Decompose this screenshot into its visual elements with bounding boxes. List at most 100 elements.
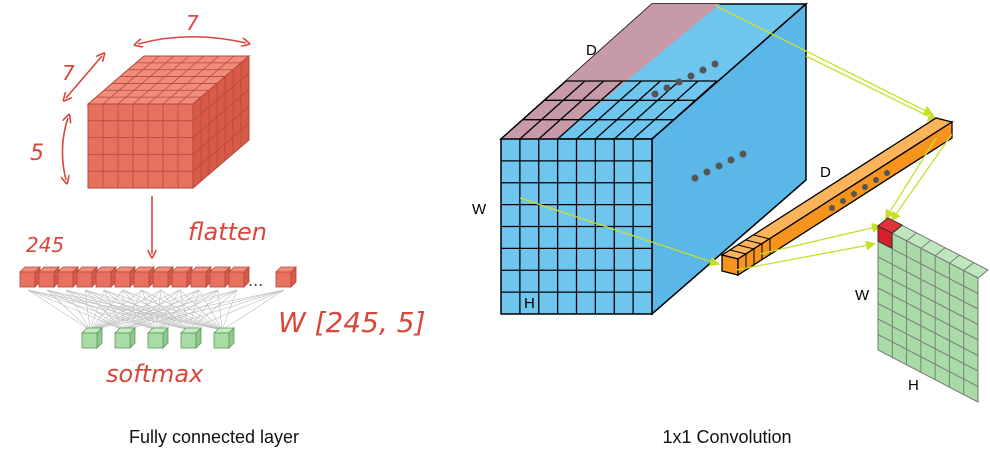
depth-rod (720, 117, 954, 277)
fc-connection-line (89, 289, 181, 331)
fc-connection-line (221, 289, 285, 331)
flattened-unit (76, 266, 98, 288)
cube-front (114, 332, 131, 349)
flattened-unit (95, 266, 117, 288)
flattened-unit (114, 266, 136, 288)
fc-connection-line (221, 289, 238, 331)
ellipsis-label: ... (248, 271, 263, 290)
output-unit (180, 327, 202, 349)
fc-connection-line (65, 289, 190, 331)
rod-to-output-arrows (735, 133, 953, 271)
output-unit (81, 327, 103, 349)
volume-width-label: W (472, 201, 487, 218)
fc-connection-line (84, 289, 124, 331)
output-unit (213, 327, 235, 349)
fc-connection-line (155, 289, 238, 331)
fc-connection-line (188, 289, 238, 331)
fc-connection-line (141, 289, 157, 331)
feature-map-cube (86, 54, 251, 190)
softmax-label: softmax (106, 360, 204, 388)
volume-grid-path (500, 80, 718, 314)
fc-connection-line (155, 289, 181, 331)
fc-connection-line (179, 289, 223, 331)
volume-top-stripe (501, 4, 720, 139)
top-dimension-arrow (138, 35, 246, 44)
cube-grid-path (88, 55, 250, 188)
output-unit (147, 327, 169, 349)
fc-connection-line (89, 289, 200, 331)
cube-front (180, 332, 197, 349)
cube-front (81, 332, 98, 349)
fc-connection-line (155, 289, 200, 331)
fc-connection-line (103, 289, 190, 331)
fc-connections (27, 289, 285, 331)
fc-connection-line (141, 289, 223, 331)
output-height-label: H (908, 377, 919, 394)
fc-connection-line (103, 289, 124, 331)
fc-connection-line (46, 289, 157, 331)
cube-front (19, 271, 36, 288)
fc-connection-line (89, 289, 143, 331)
cube-front (190, 271, 207, 288)
depth-dimension-arrow (66, 56, 102, 98)
fc-connection-line (89, 289, 124, 331)
fc-connection-line (65, 289, 157, 331)
output-feature-map (877, 217, 989, 403)
fc-connection-line (27, 289, 157, 331)
fc-connection-line (65, 289, 124, 331)
flattened-unit (57, 266, 79, 288)
cube-front (38, 271, 55, 288)
weights-label: W [245, 5] (278, 306, 426, 339)
rod-dots (829, 170, 890, 211)
flattened-unit (190, 266, 212, 288)
fc-connection-line (89, 289, 219, 331)
fc-connection-line (89, 289, 238, 331)
fc-connection-line (122, 289, 162, 331)
cube-front (57, 271, 74, 288)
flattened-unit (275, 266, 297, 288)
depth-dimension-label: 7 (62, 61, 75, 85)
fc-connection-line (122, 289, 238, 331)
conv1x1-panel: D W H D (472, 2, 989, 447)
cube-front (213, 332, 230, 349)
fc-connection-line (84, 289, 91, 331)
count-label: 245 (26, 233, 64, 257)
volume-height-label: H (524, 295, 535, 312)
output-grid-path (877, 225, 979, 395)
fc-connection-line (122, 289, 285, 331)
fc-connection-line (188, 289, 285, 331)
flattened-unit (209, 266, 231, 288)
fc-connection-line (46, 289, 190, 331)
volume-grid-lines (500, 80, 718, 314)
cube-front (228, 271, 245, 288)
fc-connection-line (46, 289, 91, 331)
cube-front (147, 332, 164, 349)
height-dimension-label: 5 (30, 141, 44, 166)
flattened-unit (152, 266, 174, 288)
output-grid-lines (877, 225, 979, 395)
volume-depth-label: D (586, 42, 597, 59)
cube-front (95, 271, 112, 288)
output-highlight-cell-front (877, 225, 893, 249)
flattened-unit (228, 266, 250, 288)
flattened-vector (19, 266, 297, 288)
flatten-label: flatten (188, 218, 267, 246)
output-unit (114, 327, 136, 349)
conv-caption: 1x1 Convolution (662, 427, 791, 447)
rod-depth-label: D (820, 164, 831, 181)
depth-dots-top (651, 60, 719, 98)
height-dimension-arrow (62, 118, 68, 180)
fc-connection-line (27, 289, 124, 331)
fc-connection-line (89, 289, 105, 331)
cube-front-face (87, 103, 194, 189)
fc-layer-panel: 7 7 5 flatten 245 ... W [245, 5] softmax… (19, 11, 426, 447)
cube-front (209, 271, 226, 288)
fc-connection-line (89, 289, 162, 331)
fc-connection-line (122, 289, 181, 331)
cube-front (114, 271, 131, 288)
fc-connection-line (122, 289, 219, 331)
output-nodes (81, 327, 235, 349)
fc-connection-line (103, 289, 157, 331)
fc-connection-line (122, 289, 200, 331)
